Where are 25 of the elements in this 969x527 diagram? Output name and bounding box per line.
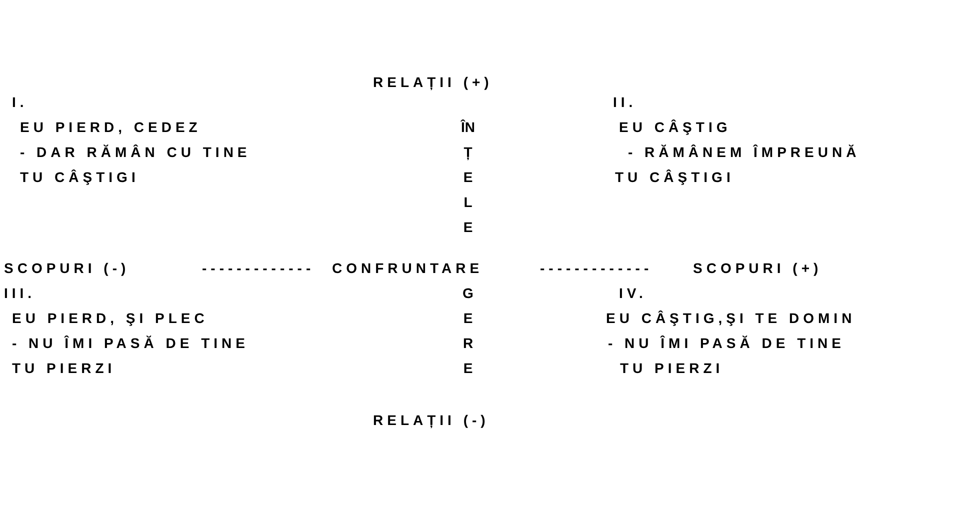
quadrant-text: TU CÂŞTIGI (615, 168, 734, 187)
axis-label: SCOPURI (+) (693, 259, 822, 278)
vertical-axis-label: ÎNȚELE (461, 118, 475, 237)
quadrant-number: IV. (619, 284, 647, 303)
quadrant-text: - DAR RĂMÂN CU TINE (20, 143, 251, 162)
axis-label: CONFRUNTARE (332, 259, 484, 278)
axis-label: RELAȚII (+) (373, 73, 493, 92)
axis-label: SCOPURI (-) (4, 259, 130, 278)
quadrant-text: - RĂMÂNEM ÎMPREUNĂ (628, 143, 860, 162)
quadrant-text: TU CÂŞTIGI (20, 168, 140, 187)
quadrant-text: - NU ÎMI PASĂ DE TINE (12, 334, 249, 353)
quadrant-text: TU PIERZI (620, 359, 724, 378)
dashed-axis-line: ------------- (202, 259, 315, 278)
dashed-axis-line: ------------- (540, 259, 653, 278)
quadrant-number: II. (613, 93, 637, 112)
quadrant-text: EU CÂŞTIG,ŞI TE DOMIN (606, 309, 856, 328)
axis-label: RELAȚII (-) (373, 411, 490, 430)
quadrant-text: TU PIERZI (12, 359, 116, 378)
quadrant-text: - NU ÎMI PASĂ DE TINE (608, 334, 845, 353)
quadrant-text: EU CÂŞTIG (619, 118, 732, 137)
quadrant-text: EU PIERD, ŞI PLEC (12, 309, 208, 328)
quadrant-number: III. (4, 284, 36, 303)
quadrant-number: I. (12, 93, 28, 112)
quadrant-text: EU PIERD, CEDEZ (20, 118, 202, 137)
vertical-axis-label: GERE (462, 284, 474, 378)
